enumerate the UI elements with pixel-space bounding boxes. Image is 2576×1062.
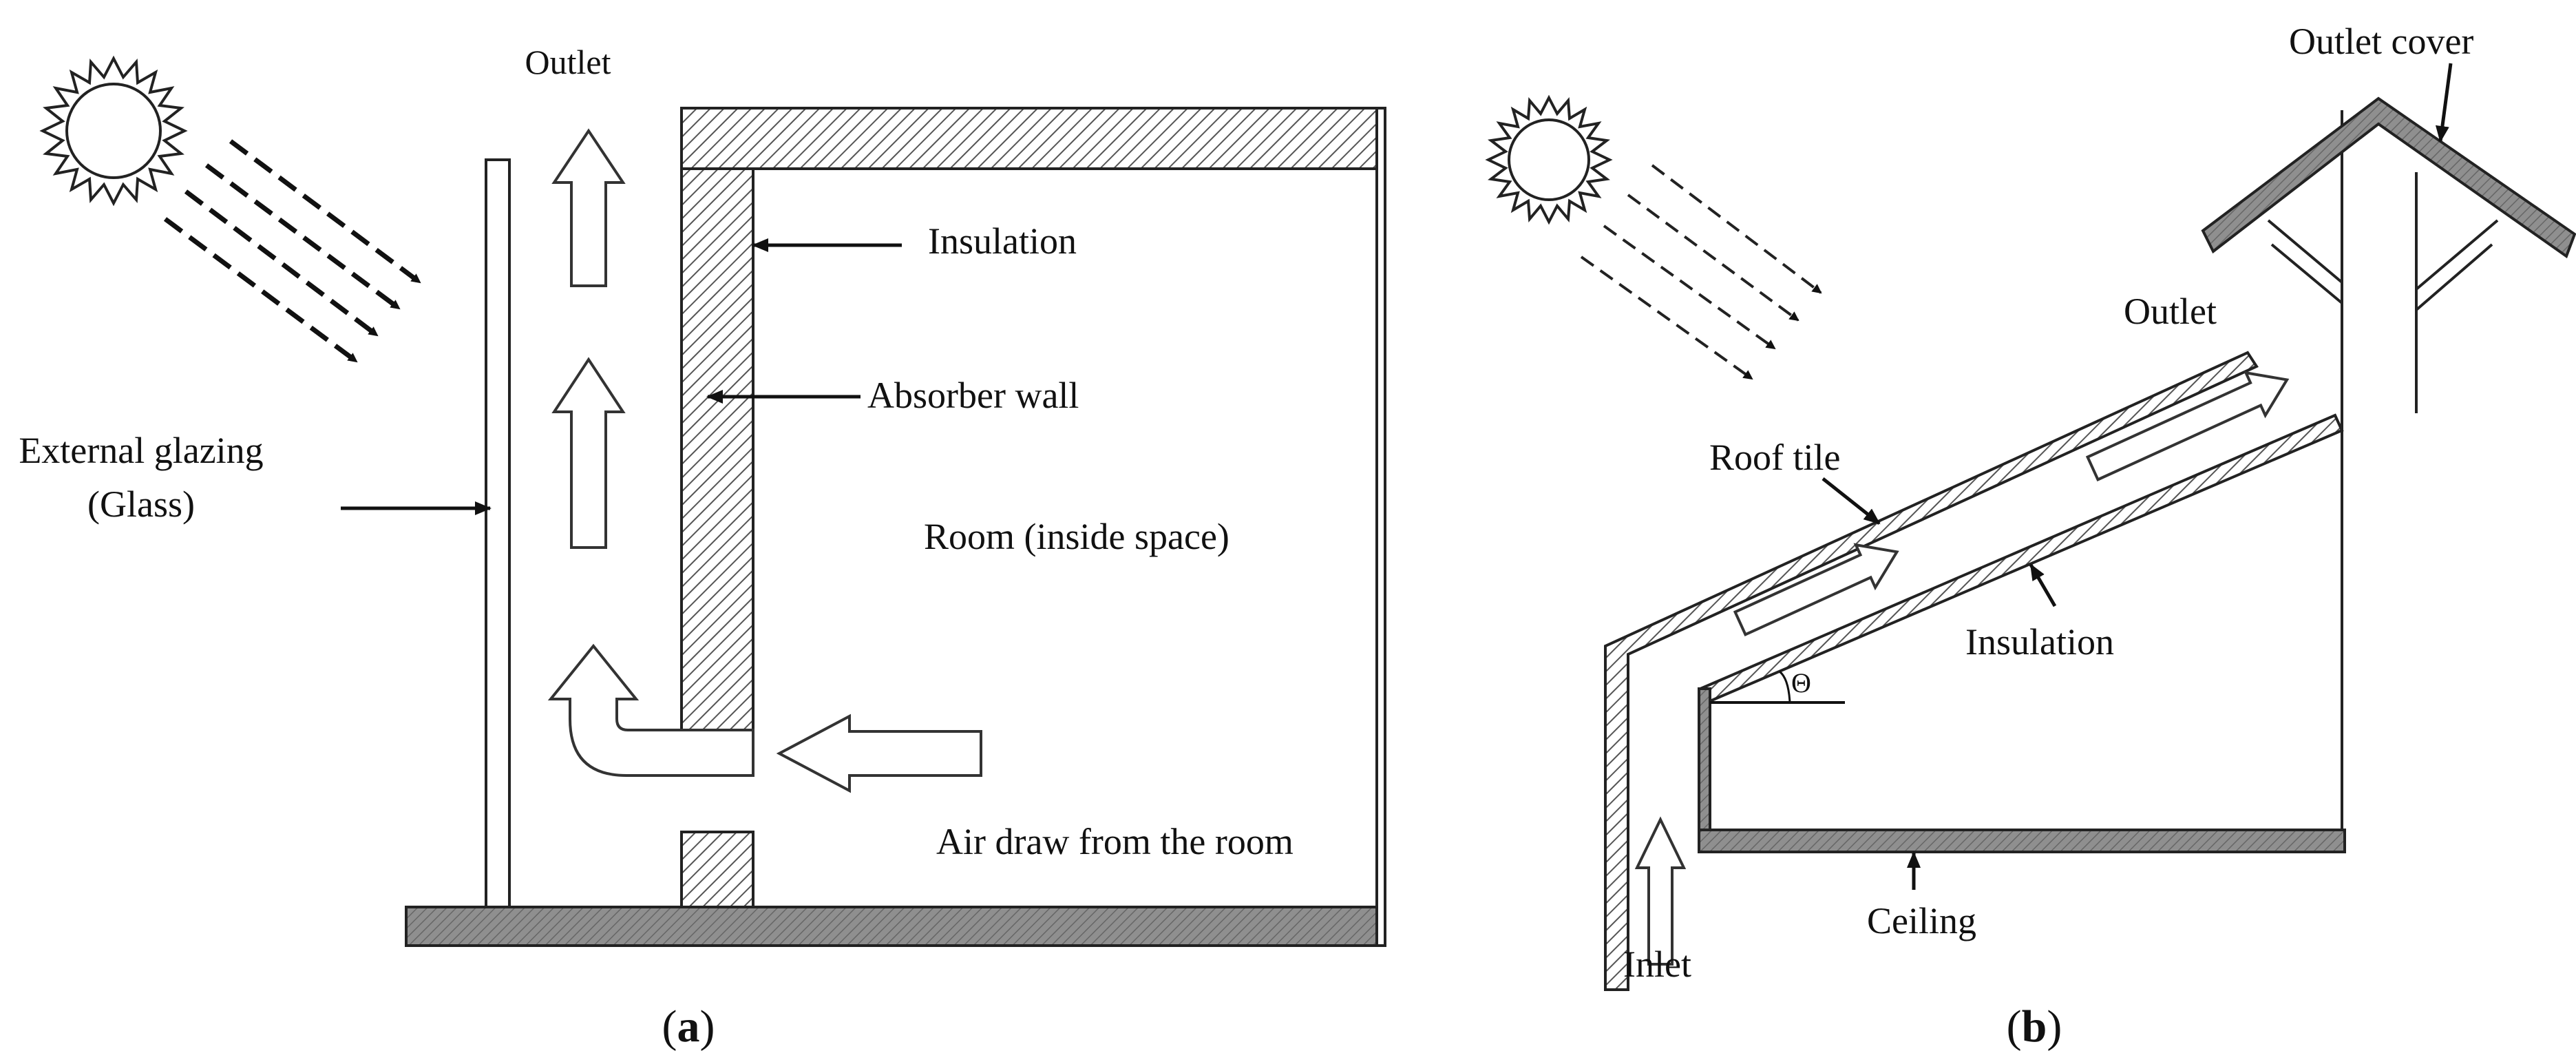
- label-external-glazing-line1: External glazing: [19, 430, 263, 471]
- room-right-wall: [1375, 107, 1386, 947]
- glazing-panel: [485, 158, 511, 908]
- panel-label-a: (a): [662, 1001, 715, 1052]
- panel-label-a-open: (: [662, 1001, 677, 1052]
- panel-label-b-letter: b: [2022, 1001, 2047, 1052]
- label-air-draw: Air draw from the room: [936, 821, 1294, 862]
- panel-label-b: (b): [2007, 1001, 2062, 1052]
- panel-b: Outlet cover Outlet Roof tile Insulation…: [1485, 21, 2576, 1052]
- cover-strut-left: [2267, 219, 2343, 284]
- label-outlet-cover: Outlet cover: [2289, 21, 2473, 62]
- updraft-arrow-middle: [551, 357, 626, 549]
- label-roof-tile: Roof tile: [1709, 437, 1840, 478]
- sun-icon: [1485, 94, 1613, 225]
- panel-label-b-close: ): [2047, 1001, 2062, 1052]
- panel-a: Outlet Insulation Absorber wall External…: [19, 43, 1386, 1052]
- roof-tile-leader: [1822, 477, 1881, 525]
- label-inlet: Inlet: [1623, 944, 1691, 985]
- floor-slab: [405, 906, 1378, 947]
- sun-rays: [163, 139, 422, 364]
- label-outlet-a: Outlet: [525, 43, 611, 81]
- panel-label-a-close: ): [700, 1001, 715, 1052]
- updraft-arrow-top: [551, 128, 626, 287]
- roof-tile: [1604, 351, 2259, 991]
- room-left-wall: [1698, 687, 1711, 831]
- angle-arc: [1778, 670, 1791, 703]
- roof-slab: [680, 107, 1378, 170]
- label-room: Room (inside space): [924, 516, 1229, 557]
- curved-airflow-arrow: [547, 643, 754, 777]
- cover-strut-right-2: [2415, 243, 2493, 311]
- room-air-inflow-arrow: [776, 714, 982, 793]
- label-ceiling: Ceiling: [1867, 900, 1976, 941]
- lower-wall-block: [680, 831, 754, 908]
- label-insulation-b: Insulation: [1965, 621, 2114, 663]
- insulation-leader-b: [2029, 563, 2057, 607]
- label-external-glazing-line2: (Glass): [87, 483, 195, 525]
- cover-strut-left-2: [2270, 243, 2343, 304]
- outlet-cover-leader: [2435, 63, 2453, 143]
- roof-channel-arrow-upper: [2085, 371, 2290, 482]
- panel-label-a-letter: a: [677, 1001, 700, 1052]
- ceiling-slab: [1698, 829, 2346, 853]
- panel-label-b-open: (: [2007, 1001, 2022, 1052]
- label-absorber-wall: Absorber wall: [867, 375, 1079, 416]
- label-theta: Θ: [1791, 667, 1811, 698]
- absorber-wall: [680, 167, 754, 750]
- inlet-arrow: [1634, 816, 1687, 966]
- cover-strut-right: [2415, 219, 2499, 291]
- sun-rays: [1580, 164, 1822, 380]
- outlet-cover: [2201, 96, 2576, 259]
- sun-icon: [39, 55, 188, 207]
- label-insulation-a: Insulation: [928, 220, 1077, 262]
- roof-channel-arrow-lower: [1733, 543, 1899, 637]
- label-outlet-b: Outlet: [2124, 291, 2217, 332]
